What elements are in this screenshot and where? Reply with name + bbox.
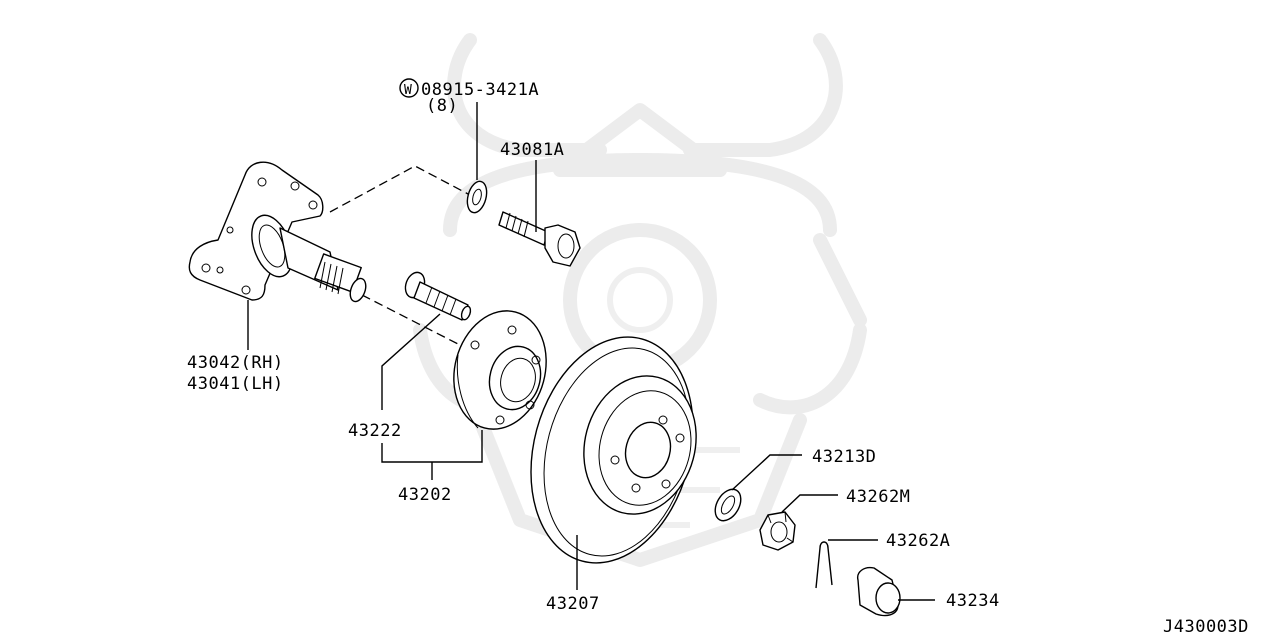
cotter-pin-part	[815, 541, 833, 589]
label-washer-code: 08915-3421A	[421, 80, 539, 100]
hub-assembly-part	[453, 310, 547, 430]
label-spindle-lh: 43041(LH)	[187, 374, 284, 394]
label-hub-assembly: 43202	[398, 485, 452, 505]
label-cotter-pin: 43262A	[886, 531, 950, 551]
spacer-part	[714, 488, 742, 522]
nut-part	[759, 511, 796, 551]
label-spacer: 43213D	[812, 447, 876, 467]
label-bolt: 43081A	[500, 140, 564, 160]
bolt-part	[498, 211, 581, 267]
hub-bolt-part	[404, 271, 472, 321]
washer-symbol: W	[404, 83, 412, 98]
diagram-code: J430003D	[1163, 617, 1249, 637]
washer-symbol-circle	[399, 78, 419, 98]
label-spindle-rh: 43042(RH)	[187, 353, 284, 373]
leader-lines	[247, 102, 935, 601]
part-labels: W 08915-3421A (8) 43081A 43042(RH) 43041…	[187, 78, 1249, 637]
label-nut: 43262M	[846, 487, 910, 507]
label-cap: 43234	[946, 591, 1000, 611]
cap-part	[857, 566, 901, 617]
washer-part	[466, 180, 488, 214]
label-hub-bolt: 43222	[348, 421, 402, 441]
brake-rotor-part	[530, 336, 697, 564]
spindle-knuckle-part	[188, 161, 367, 303]
phantom-lines	[329, 165, 471, 346]
label-washer-qty: (8)	[426, 96, 458, 116]
label-rotor: 43207	[546, 594, 600, 614]
